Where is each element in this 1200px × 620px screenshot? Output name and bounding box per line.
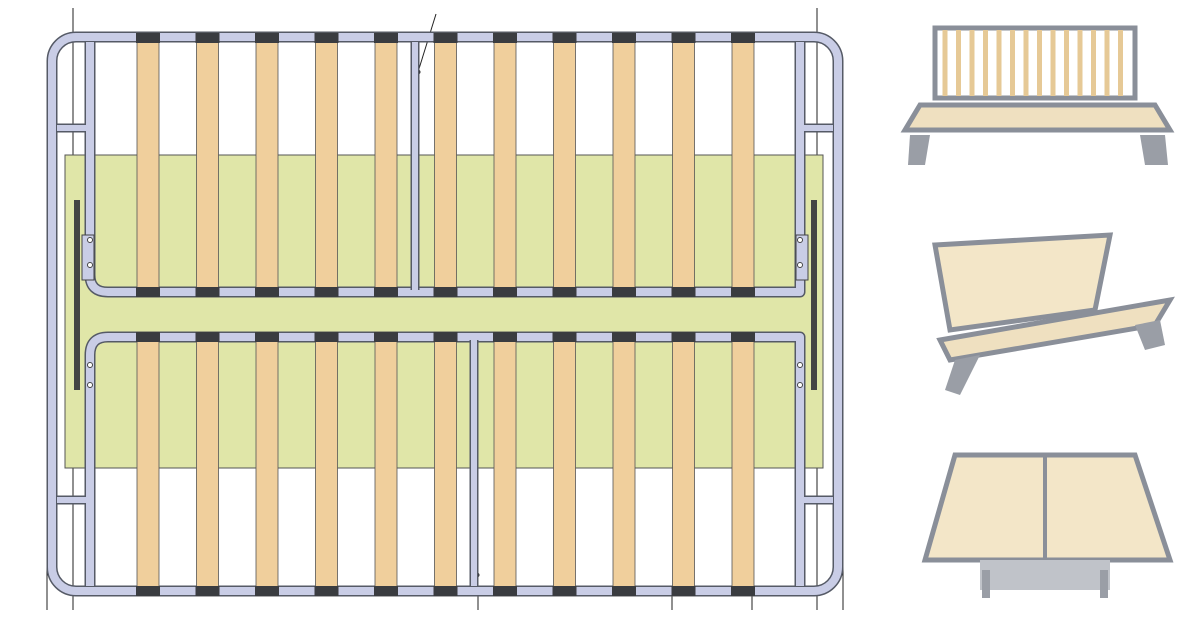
slat-holder-cap	[552, 33, 577, 43]
wooden-slat	[255, 331, 279, 597]
hinge-mechanism-left	[74, 200, 95, 390]
slat-holder-cap	[314, 33, 339, 43]
wooden-slat	[434, 331, 457, 597]
slat-holder-cap	[136, 287, 160, 297]
wooden-slat	[731, 32, 755, 298]
slat-holder-cap	[136, 586, 160, 596]
slat-holder-cap	[433, 586, 458, 596]
slat-holder-cap	[255, 287, 279, 297]
slat-holder-cap	[374, 586, 398, 596]
slat-holder-cap	[552, 332, 577, 342]
slat-holder-cap	[433, 332, 458, 342]
slat-holder-cap	[493, 586, 517, 596]
wooden-slat	[612, 331, 636, 597]
slat-holder-cap	[255, 332, 279, 342]
slat-holder-cap	[612, 287, 636, 297]
bed-frame-plan-drawing	[46, 8, 844, 610]
wooden-slat	[612, 32, 636, 298]
slat-holder-cap	[493, 33, 517, 43]
wooden-slat	[434, 32, 457, 298]
wooden-slat	[493, 331, 517, 597]
wooden-slat	[136, 32, 160, 298]
wooden-slat	[315, 331, 338, 597]
wooden-slat	[315, 32, 338, 298]
slat-holder-cap	[731, 586, 755, 596]
slat-holder-cap	[195, 287, 220, 297]
slat-holder-cap	[195, 33, 220, 43]
slat-holder-cap	[433, 33, 458, 43]
slat-holder-cap	[671, 287, 696, 297]
wooden-slat	[672, 331, 695, 597]
slat-holder-cap	[671, 33, 696, 43]
slat-holder-cap	[255, 33, 279, 43]
slat-holder-cap	[612, 332, 636, 342]
photo-bed-unfolded	[921, 452, 1174, 598]
slat-holder-cap	[314, 586, 339, 596]
slat-holder-cap	[552, 586, 577, 596]
slat-holder-cap	[612, 586, 636, 596]
photo-sofa-reclined	[932, 232, 1175, 395]
wooden-slat	[196, 32, 219, 298]
slat-holder-cap	[433, 287, 458, 297]
slat-holder-cap	[195, 586, 220, 596]
wooden-slat	[493, 32, 517, 298]
slat-holder-cap	[314, 287, 339, 297]
slat-holder-cap	[731, 287, 755, 297]
wooden-slat	[553, 331, 576, 597]
slat-holder-cap	[493, 287, 517, 297]
slats	[136, 32, 755, 597]
slat-holder-cap	[374, 33, 398, 43]
slat-holder-cap	[255, 586, 279, 596]
slat-holder-cap	[314, 332, 339, 342]
slat-holder-cap	[374, 287, 398, 297]
wooden-slat	[196, 331, 219, 597]
wooden-slat	[374, 32, 398, 298]
photo-sofa-upright	[900, 25, 1175, 165]
slat-holder-cap	[195, 332, 220, 342]
wooden-slat	[255, 32, 279, 298]
slat-holder-cap	[671, 332, 696, 342]
slat-holder-cap	[493, 332, 517, 342]
slat-holder-cap	[731, 33, 755, 43]
wooden-slat	[136, 331, 160, 597]
wooden-slat	[672, 32, 695, 298]
slat-holder-cap	[552, 287, 577, 297]
slat-holder-cap	[731, 332, 755, 342]
wooden-slat	[731, 331, 755, 597]
slat-holder-cap	[374, 332, 398, 342]
hinge-mechanism-right	[795, 200, 817, 390]
slat-holder-cap	[612, 33, 636, 43]
slat-holder-cap	[136, 33, 160, 43]
wooden-slat	[374, 331, 398, 597]
slat-holder-cap	[136, 332, 160, 342]
wooden-slat	[553, 32, 576, 298]
slat-holder-cap	[671, 586, 696, 596]
